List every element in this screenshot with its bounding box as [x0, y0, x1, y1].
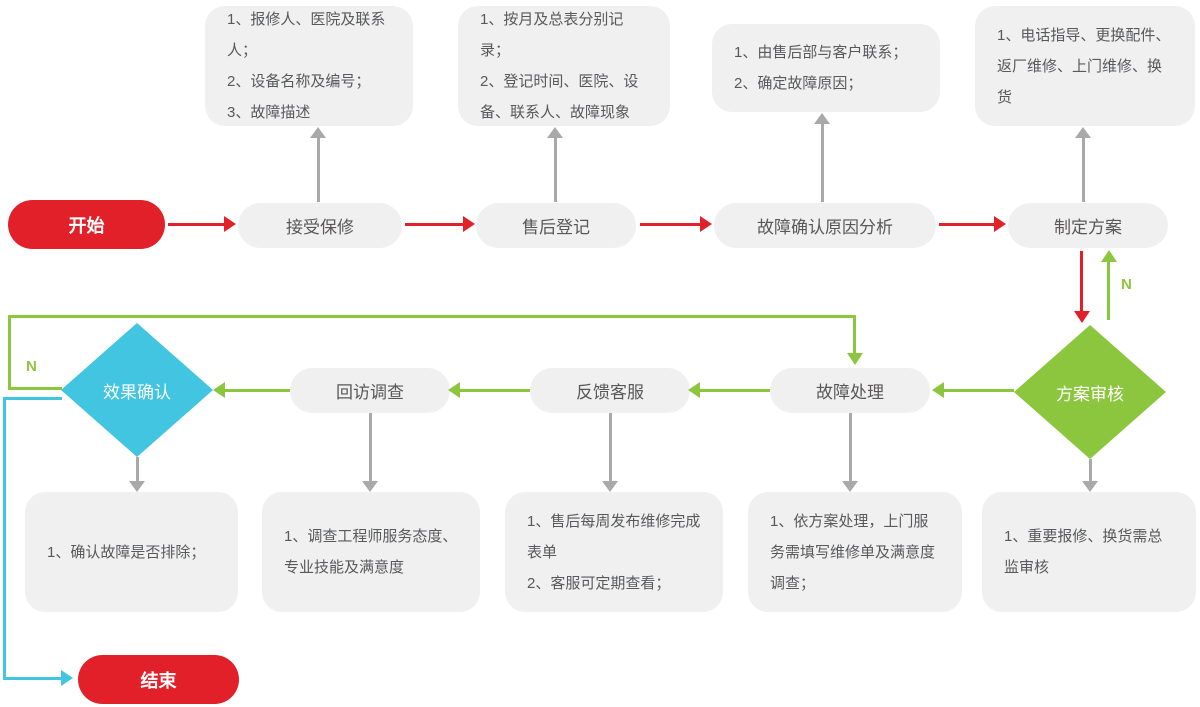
bottom-note-feedback: 1、售后每周发布维修完成表单 2、客服可定期查看；: [505, 492, 723, 612]
bottom-note-revisit: 1、调查工程师服务态度、专业技能及满意度: [262, 492, 480, 612]
end-label: 结束: [140, 670, 177, 691]
fault-cause-analysis-node: 故障确认原因分析: [714, 203, 936, 248]
accept-warranty-node: 接受保修: [238, 203, 402, 248]
effect-confirm-diamond: 效果确认: [61, 323, 213, 457]
end-node: 结束: [78, 655, 239, 704]
review-label: 方案审核: [1056, 384, 1124, 404]
connector-accept-note: [317, 138, 320, 202]
note-line: 1、依方案处理，上门服务需填写维修单及满意度调查；: [770, 512, 936, 592]
effect-yes-segment: [3, 397, 6, 678]
plan-label: 制定方案: [1054, 218, 1122, 237]
arrowhead-right-icon: [463, 216, 475, 232]
arrowhead-left-icon: [688, 382, 700, 398]
arrow-revisit-effect: [225, 389, 290, 392]
arrow-plan-review: [1080, 251, 1083, 311]
register-label: 售后登记: [522, 218, 590, 237]
arrowhead-down-icon: [602, 481, 618, 492]
connector-plan-note: [1082, 138, 1085, 202]
arrowhead-down-icon: [362, 481, 378, 492]
note-line: 1、电话指导、更换配件、返厂维修、上门维修、换货: [997, 26, 1171, 106]
note-line: 1、重要报修、换货需总监审核: [1004, 528, 1163, 576]
note-line: 1、确认故障是否排除；: [47, 543, 206, 561]
arrowhead-down-icon: [847, 353, 863, 365]
bottom-note-effect: 1、确认故障是否排除；: [25, 492, 238, 612]
arrowhead-right-icon: [994, 216, 1006, 232]
arrowhead-left-icon: [932, 382, 944, 398]
feedback-label: 反馈客服: [576, 383, 644, 402]
connector-review-note: [1089, 459, 1092, 481]
arrowhead-left-icon: [213, 382, 225, 398]
note-line: 2、客服可定期查看；: [527, 574, 671, 592]
note-line: 2、登记时间、医院、设备、联系人、故障现象: [480, 73, 639, 121]
review-no-label: N: [1121, 276, 1132, 293]
note-line: 2、设备名称及编号；: [227, 73, 371, 90]
arrow-start-accept: [168, 223, 224, 226]
arrowhead-right-icon: [61, 670, 73, 686]
note-line: 1、报修人、医院及联系人；: [227, 11, 386, 59]
note-line: 3、故障描述: [227, 104, 311, 121]
note-line: 1、售后每周发布维修完成表单: [527, 512, 701, 561]
note-line: 1、按月及总表分别记录；: [480, 11, 624, 59]
arrow-accept-register: [405, 223, 463, 226]
top-note-register: 1、按月及总表分别记录； 2、登记时间、医院、设备、联系人、故障现象: [458, 6, 670, 126]
connector-analysis-note: [821, 124, 824, 202]
effect-label: 效果确认: [103, 382, 171, 402]
arrowhead-down-icon: [129, 481, 145, 492]
connector-handle-note: [849, 413, 852, 481]
effect-yes-segment: [3, 677, 61, 680]
diamond-shape-icon: [1014, 325, 1166, 459]
connector-revisit-note: [369, 413, 372, 481]
bottom-note-review: 1、重要报修、换货需总监审核: [982, 492, 1196, 612]
revisit-label: 回访调查: [336, 383, 404, 402]
after-sales-register-node: 售后登记: [476, 203, 636, 248]
make-plan-node: 制定方案: [1008, 203, 1168, 248]
handle-label: 故障处理: [816, 383, 884, 402]
note-line: 2、确定故障原因；: [734, 75, 863, 92]
accept-label: 接受保修: [286, 218, 354, 237]
arrow-review-no-plan: [1107, 262, 1110, 320]
arrowhead-up-icon: [310, 127, 326, 138]
effect-no-segment: [8, 315, 11, 390]
effect-no-segment: [8, 387, 62, 390]
arrowhead-up-icon: [547, 127, 563, 138]
connector-register-note: [554, 138, 557, 202]
feedback-service-node: 反馈客服: [530, 368, 690, 413]
arrowhead-down-icon: [1074, 311, 1090, 323]
top-note-analysis: 1、由售后部与客户联系； 2、确定故障原因；: [712, 24, 940, 112]
start-label: 开始: [68, 215, 105, 236]
analysis-label: 故障确认原因分析: [757, 218, 893, 237]
arrowhead-down-icon: [842, 481, 858, 492]
revisit-survey-node: 回访调查: [290, 368, 450, 413]
arrow-feedback-revisit: [460, 389, 530, 392]
connector-feedback-note: [609, 413, 612, 481]
arrowhead-right-icon: [700, 216, 712, 232]
arrowhead-up-icon: [1075, 127, 1091, 138]
note-line: 1、调查工程师服务态度、专业技能及满意度: [284, 528, 458, 576]
diamond-shape-icon: [61, 323, 213, 457]
bottom-note-handle: 1、依方案处理，上门服务需填写维修单及满意度调查；: [748, 492, 962, 612]
effect-yes-segment: [3, 397, 62, 400]
arrowhead-up-icon: [1101, 250, 1117, 262]
effect-no-segment: [853, 315, 856, 353]
top-note-plan: 1、电话指导、更换配件、返厂维修、上门维修、换货: [975, 6, 1195, 126]
arrow-handle-feedback: [700, 389, 770, 392]
connector-effect-note: [136, 457, 139, 481]
effect-no-segment: [8, 315, 856, 318]
arrow-register-analysis: [640, 223, 700, 226]
arrowhead-left-icon: [448, 382, 460, 398]
start-node: 开始: [8, 200, 165, 249]
top-note-accept: 1、报修人、医院及联系人； 2、设备名称及编号； 3、故障描述: [205, 6, 413, 126]
effect-no-label: N: [26, 358, 37, 375]
arrowhead-up-icon: [814, 113, 830, 124]
fault-handle-node: 故障处理: [770, 368, 930, 413]
arrow-review-handle: [944, 389, 1014, 392]
plan-review-diamond: 方案审核: [1014, 325, 1166, 459]
note-line: 1、由售后部与客户联系；: [734, 44, 908, 61]
arrowhead-down-icon: [1082, 481, 1098, 492]
arrowhead-right-icon: [224, 216, 236, 232]
arrow-analysis-plan: [939, 223, 994, 226]
